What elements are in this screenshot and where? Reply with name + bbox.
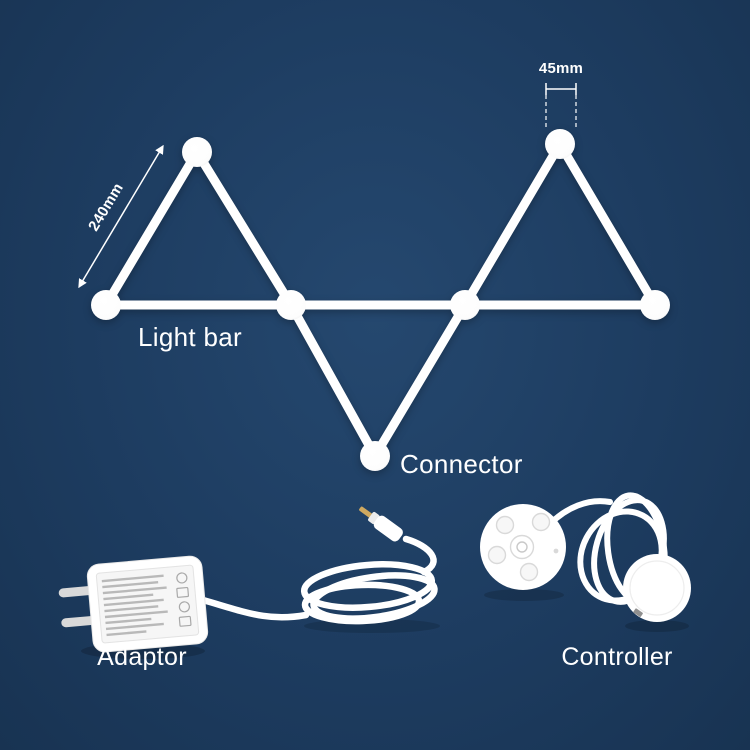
- controller-center-button: [509, 534, 535, 560]
- adaptor-assembly: [58, 506, 440, 659]
- connector-node: [91, 290, 121, 320]
- controller-disc: [623, 554, 691, 622]
- indicator-led: [553, 548, 559, 554]
- adaptor-label: Adaptor: [97, 643, 187, 671]
- dimension-arrow-line-240mm: [78, 144, 164, 289]
- controller-center-ring: [516, 541, 528, 553]
- light-bar-segment: [460, 139, 565, 310]
- light-bar-assembly: [91, 129, 670, 471]
- connector-node: [360, 441, 390, 471]
- light-bar-segment: [555, 139, 660, 310]
- connector-node: [450, 290, 480, 320]
- plug-prong: [58, 586, 93, 598]
- controller-assembly: [480, 492, 691, 632]
- connector-node: [545, 129, 575, 159]
- adaptor-cable: [199, 535, 438, 625]
- disc-shadow: [625, 620, 689, 632]
- dc-plug-body: [373, 515, 403, 542]
- light-bar-segment: [286, 300, 380, 461]
- connector-node: [640, 290, 670, 320]
- controller-button: [495, 515, 515, 535]
- controller-button: [487, 545, 507, 565]
- cable-segment: [199, 596, 310, 621]
- light-bar-segment: [192, 147, 296, 310]
- plug-prong: [61, 616, 96, 628]
- adaptor-body-group: [58, 555, 209, 653]
- cable-loop: [301, 581, 423, 625]
- certification-icons: [176, 572, 192, 627]
- dimension-annotations: [78, 83, 577, 289]
- dc-plug-tip: [359, 506, 374, 519]
- disc-inner-ring: [629, 560, 685, 616]
- controller-label: Controller: [561, 643, 673, 671]
- adaptor-label-print: [101, 574, 168, 637]
- dimension-45mm-label: 45mm: [538, 60, 584, 77]
- controller-puck: [480, 504, 566, 590]
- connector-label: Connector: [400, 449, 523, 479]
- controller-shadow: [484, 589, 564, 601]
- light-bar-segment: [370, 300, 470, 461]
- dc-plug: [359, 506, 403, 542]
- controller-button: [519, 562, 539, 582]
- dc-plug-collar: [368, 511, 380, 524]
- cable-segment: [402, 535, 437, 576]
- connector-node: [182, 137, 212, 167]
- connector-node: [276, 290, 306, 320]
- controller-button: [531, 512, 551, 532]
- disc-port: [633, 608, 643, 617]
- disc-body: [623, 554, 691, 622]
- light-bar-label: Light bar: [138, 322, 242, 352]
